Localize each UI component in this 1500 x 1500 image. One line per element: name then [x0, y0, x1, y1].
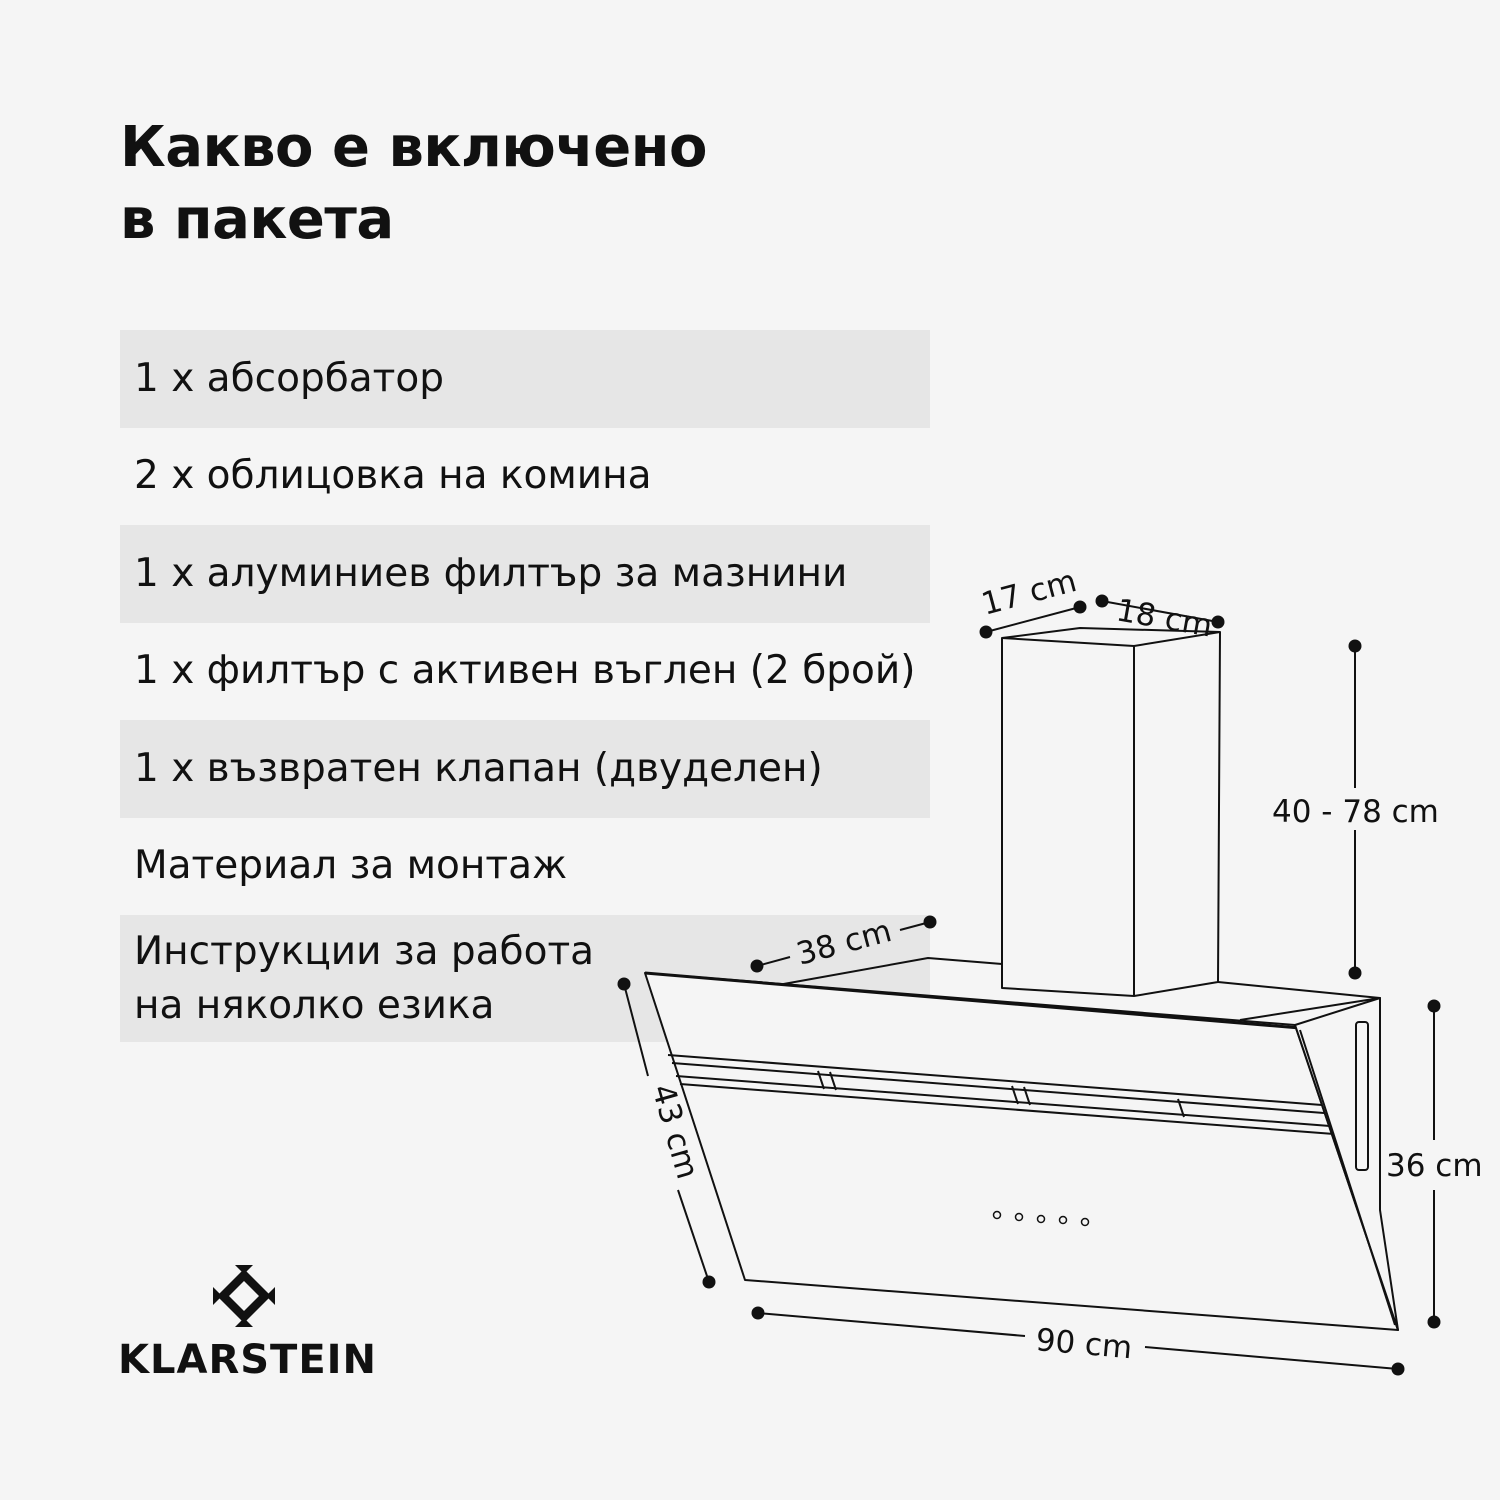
- dim-line-17cm: [985, 606, 1081, 633]
- clip-2: [1011, 1085, 1031, 1106]
- clip-1: [817, 1070, 837, 1091]
- side-panel: [1294, 997, 1399, 1331]
- rail-3: [675, 1075, 1331, 1127]
- side-handle: [1355, 1021, 1369, 1171]
- list-item: 2 x облицовка на комина: [134, 453, 652, 499]
- control-buttons: [992, 1210, 1090, 1227]
- rail-2: [671, 1062, 1325, 1114]
- rail-1: [667, 1054, 1323, 1106]
- dim-label-height: 40 - 78 cm: [1272, 794, 1439, 830]
- chimney-top-edge: [1001, 631, 1221, 647]
- dim-label-18cm: 18 cm: [1114, 592, 1215, 644]
- list-item: 1 x възвратен клапан (двуделен): [120, 720, 930, 818]
- dim-line-90cm: [757, 1312, 1399, 1370]
- list-item: 1 x алуминиев филтър за мазнини: [120, 525, 930, 623]
- dim-label-43cm: 43 cm: [644, 1080, 705, 1183]
- list-item: 1 x филтър с активен въглен (2 брой): [134, 648, 916, 694]
- glass-inner-edge: [1299, 1029, 1396, 1326]
- clip-3: [1177, 1098, 1185, 1118]
- list-item: Материал за монтаж: [134, 843, 568, 889]
- klarstein-logo-icon: [213, 1265, 275, 1327]
- dim-label-90cm: 90 cm: [1034, 1322, 1133, 1366]
- list-item: 1 x абсорбатор: [120, 330, 930, 428]
- title-line-2: в пакета: [120, 187, 394, 252]
- rail-4: [679, 1083, 1335, 1135]
- dim-label-17cm: 17 cm: [978, 563, 1081, 623]
- package-contents-list: 1 x абсорбатор 2 x облицовка на комина 1…: [120, 330, 930, 1042]
- brand-name: KLARSTEIN: [118, 1337, 378, 1383]
- chimney-outline: [1001, 627, 1221, 997]
- title-line-1: Какво е включено: [120, 115, 707, 180]
- dim-label-36cm: 36 cm: [1386, 1148, 1483, 1184]
- list-item: Инструкции за работа на няколко езика: [120, 915, 930, 1042]
- page-title: Какво е включено в пакета: [120, 112, 920, 256]
- dim-line-18cm: [1101, 600, 1219, 623]
